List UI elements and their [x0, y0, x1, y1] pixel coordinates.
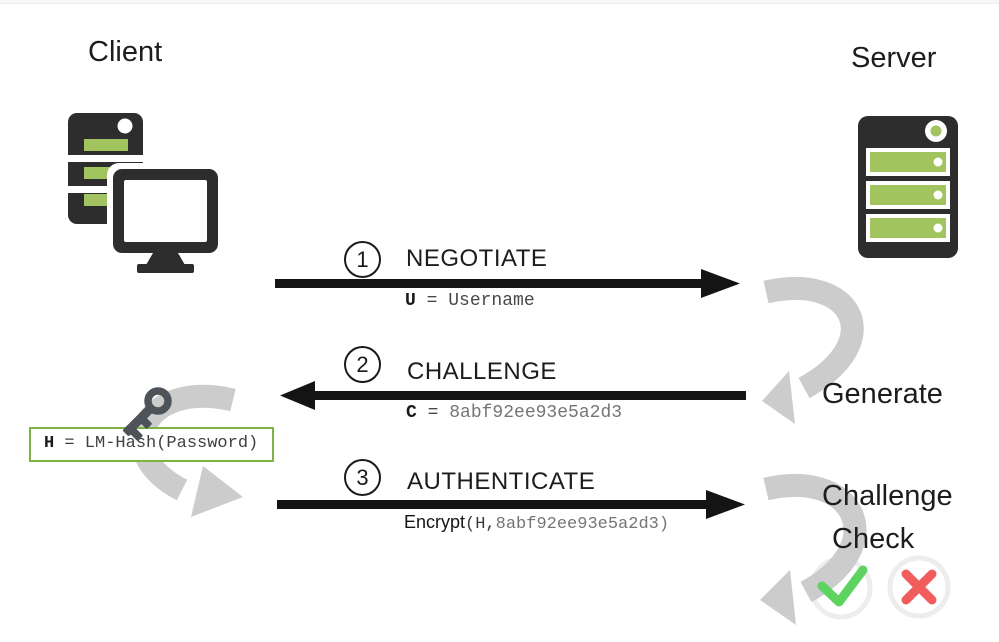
server-rack-icon [858, 116, 958, 258]
check-icon [817, 565, 868, 607]
curved-process-arrow-icon-check [760, 473, 867, 625]
workstation-icon [68, 113, 224, 273]
cross-icon [901, 569, 937, 605]
top-edge-strip [0, 0, 999, 4]
key-icon [123, 387, 172, 441]
challenge-arrow [280, 381, 746, 410]
authenticate-arrow [277, 490, 745, 519]
hash-computation-box [29, 427, 274, 462]
curved-process-arrow-icon-generate [762, 277, 864, 424]
negotiate-arrow [275, 269, 740, 298]
